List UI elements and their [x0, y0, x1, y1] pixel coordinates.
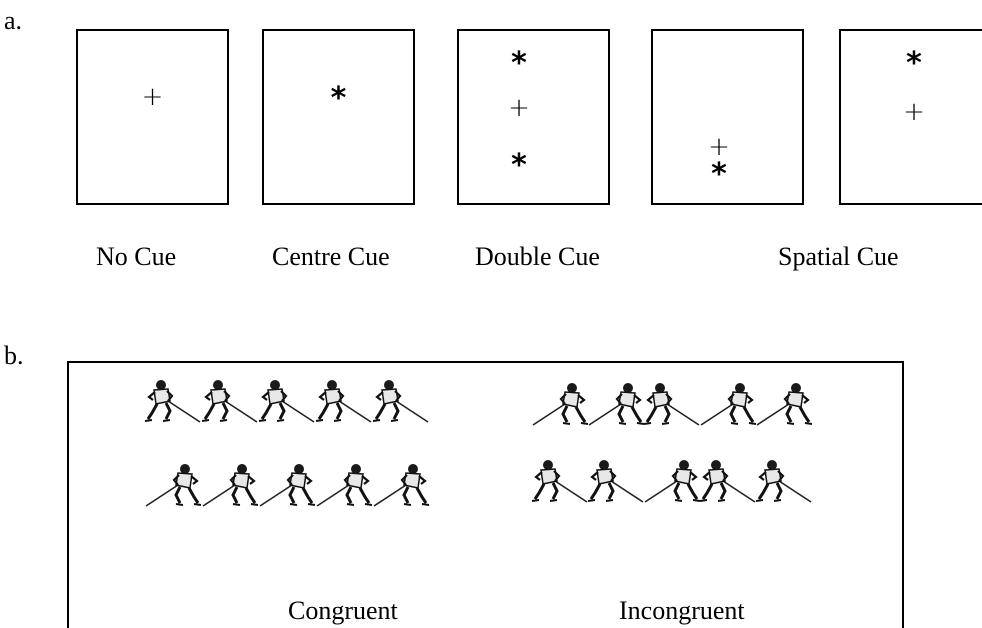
- double-cue-label: Double Cue: [475, 242, 600, 271]
- hockey-player-right-icon: [315, 377, 373, 432]
- hockey-player-right-icon: [372, 377, 430, 432]
- spatial-cue-bottom-asterisk: *: [711, 157, 727, 192]
- fixation-cross: +: [508, 93, 530, 123]
- spatial-cue-box-top: * +: [839, 29, 982, 205]
- panel-a-label: a.: [4, 6, 23, 35]
- congruent-label: Congruent: [288, 596, 398, 625]
- centre-cue-box: *: [262, 29, 415, 205]
- hockey-player-left-icon: [531, 380, 589, 435]
- hockey-player-right-icon: [531, 457, 589, 512]
- no-cue-label: No Cue: [96, 242, 177, 271]
- fixation-cross: +: [141, 82, 164, 112]
- double-cue-bottom-asterisk: *: [511, 148, 527, 183]
- double-cue-box: * + *: [457, 29, 610, 205]
- hockey-player-left-icon: [755, 380, 813, 435]
- hockey-player-right-icon: [201, 377, 259, 432]
- hockey-player-left-icon: [587, 380, 645, 435]
- hockey-player-left-icon: [144, 461, 202, 516]
- spatial-cue-box-bottom: + *: [651, 29, 804, 205]
- spatial-cue-label: Spatial Cue: [778, 242, 899, 271]
- hockey-player-right-icon: [144, 377, 202, 432]
- hockey-player-right-icon: [258, 377, 316, 432]
- centre-cue-asterisk: *: [330, 81, 347, 116]
- hockey-player-right-icon: [587, 457, 645, 512]
- hockey-player-left-icon: [643, 457, 701, 512]
- spatial-cue-top-asterisk: *: [906, 46, 922, 81]
- centre-cue-label: Centre Cue: [272, 242, 390, 271]
- fixation-cross: +: [903, 97, 925, 127]
- no-cue-box: +: [76, 29, 229, 205]
- double-cue-top-asterisk: *: [511, 46, 527, 81]
- hockey-player-left-icon: [315, 461, 373, 516]
- hockey-player-left-icon: [258, 461, 316, 516]
- flanker-stimulus-box: Congruent Incongruent: [67, 361, 904, 628]
- fixation-cross: +: [708, 132, 730, 162]
- hockey-player-right-icon: [699, 457, 757, 512]
- hockey-player-right-icon: [643, 380, 701, 435]
- hockey-player-left-icon: [372, 461, 430, 516]
- hockey-player-right-icon: [755, 457, 813, 512]
- hockey-player-left-icon: [201, 461, 259, 516]
- panel-b-label: b.: [4, 341, 24, 370]
- incongruent-label: Incongruent: [619, 596, 745, 625]
- hockey-player-left-icon: [699, 380, 757, 435]
